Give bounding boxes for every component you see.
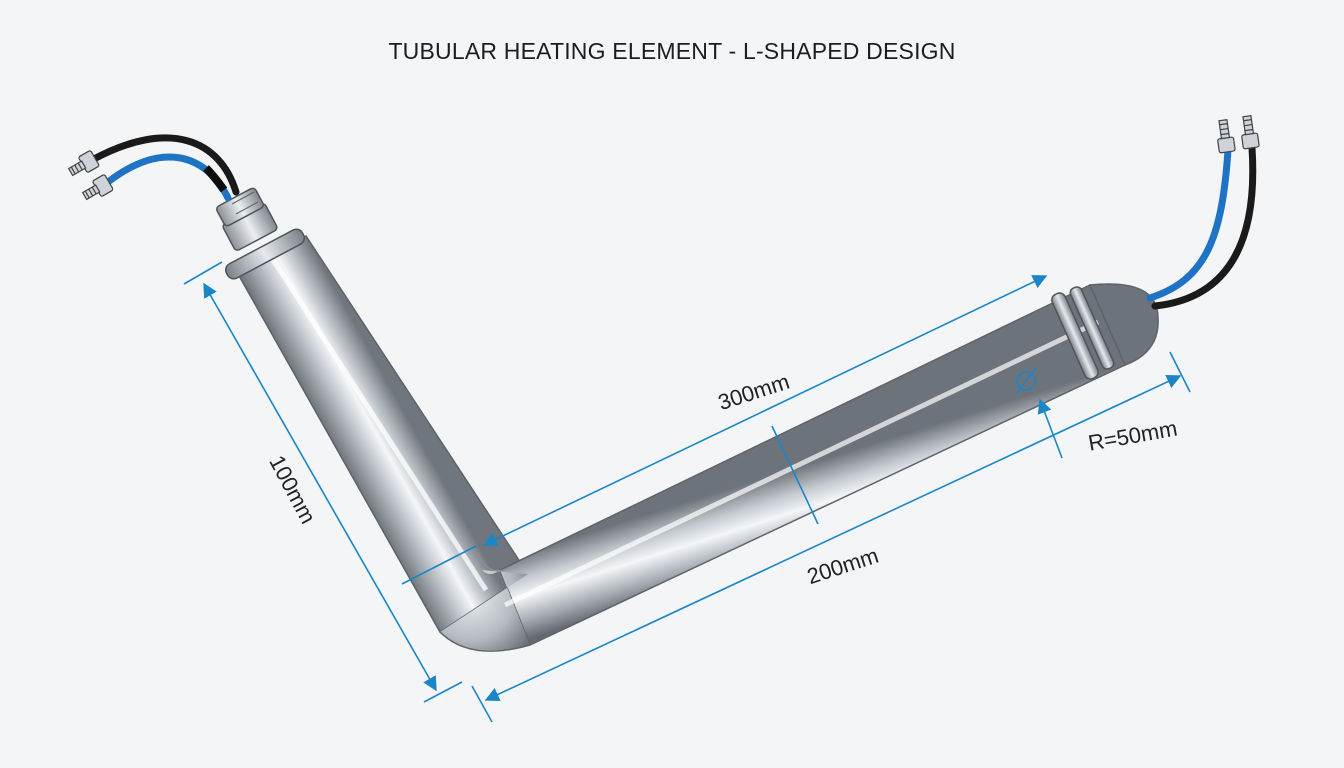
screw-terminal-icon	[67, 114, 1260, 201]
label-200mm: 200mm	[804, 543, 881, 589]
lead-wires-right	[1146, 144, 1257, 310]
radius-leader	[1037, 398, 1063, 459]
dimension-line-200mm	[484, 374, 1182, 702]
label-100mm: 100mm	[264, 451, 321, 528]
dimension-lines	[183, 261, 1191, 723]
diagram-title: TUBULAR HEATING ELEMENT - L-SHAPED DESIG…	[388, 38, 956, 64]
dimension-line-100mm	[203, 282, 437, 692]
label-radius: R=50mm	[1086, 416, 1179, 456]
end-flange	[1051, 286, 1115, 380]
hex-nut-icon	[216, 187, 306, 280]
lead-wires-left	[88, 134, 240, 202]
tube-body	[236, 235, 1159, 652]
label-300mm: 300mm	[715, 369, 792, 415]
